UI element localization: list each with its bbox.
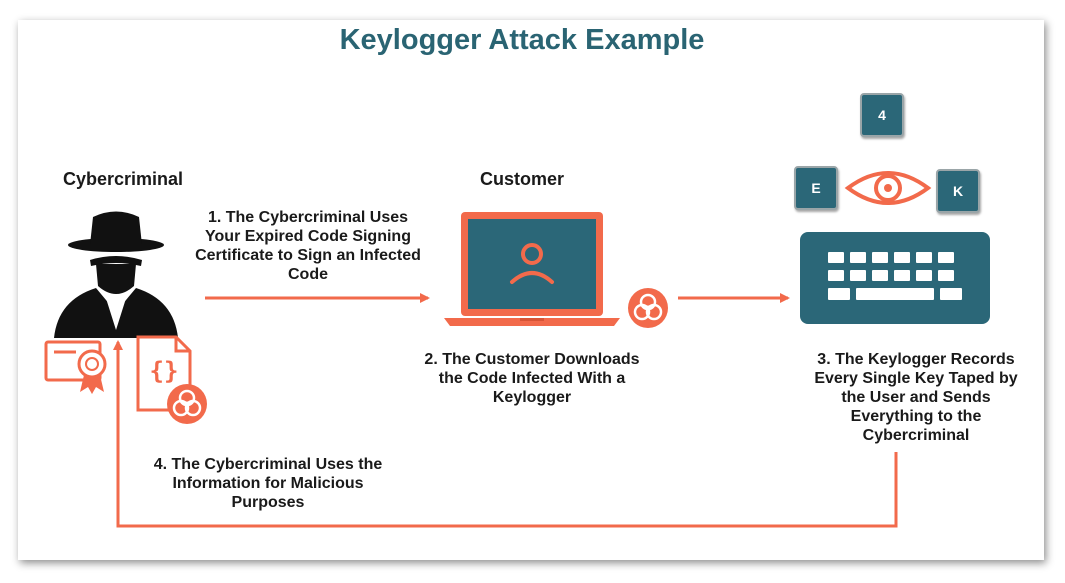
key-e: E: [794, 166, 838, 210]
cybercriminal-label: Cybercriminal: [62, 169, 184, 189]
diagram-frame: Keylogger Attack Example: [18, 20, 1044, 560]
step-1-label: 1. The Cybercriminal Uses Your Expired C…: [195, 209, 421, 283]
diagram-title: Keylogger Attack Example: [339, 24, 705, 56]
biohazard-icon-laptop: [626, 286, 670, 330]
hacker-icon: [54, 211, 178, 338]
diagram-graphics: {}: [44, 171, 990, 528]
step-4-label: 4. The Cybercriminal Uses the Informatio…: [153, 456, 383, 511]
arrow-step4-return: [113, 340, 898, 528]
code-braces: {}: [150, 357, 179, 385]
step-3-label: 3. The Keylogger Records Every Single Ke…: [814, 351, 1018, 444]
key-4: 4: [860, 93, 904, 137]
keyboard-icon: [800, 232, 990, 324]
laptop-icon: [444, 212, 620, 326]
eye-icon: [844, 171, 932, 205]
certificate-icon: [44, 340, 107, 394]
customer-label: Customer: [479, 169, 564, 189]
biohazard-icon: [165, 382, 209, 426]
step-2-label: 2. The Customer Downloads the Code Infec…: [424, 351, 640, 406]
user-icon: [510, 243, 554, 284]
key-k: K: [936, 169, 980, 213]
